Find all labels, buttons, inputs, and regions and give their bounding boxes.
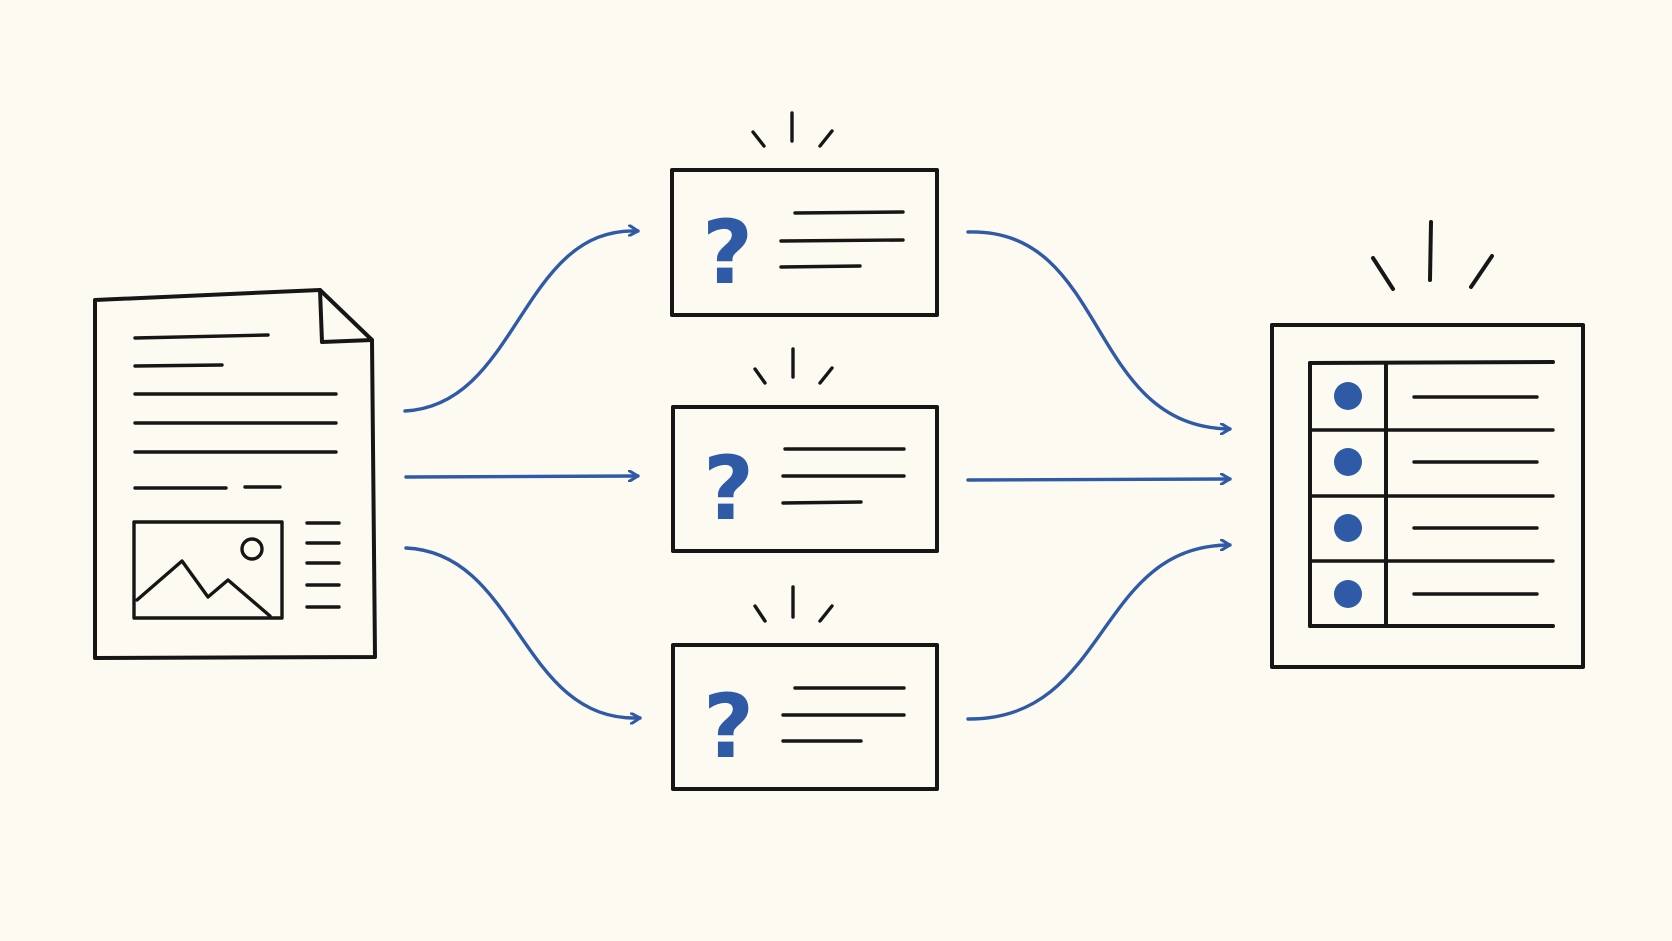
bullet-icon <box>1334 448 1362 476</box>
sparkle-icon <box>1371 220 1494 291</box>
question-mark-icon: ? <box>702 201 753 304</box>
bullet-icon <box>1334 580 1362 608</box>
arrow-from-question-1 <box>966 230 1232 429</box>
arrow-from-question-2 <box>966 479 1232 480</box>
sun-icon <box>240 537 264 561</box>
text-line <box>133 333 270 340</box>
arrow-from-question-3 <box>966 545 1232 721</box>
text-line <box>793 210 905 215</box>
text-line <box>781 500 863 505</box>
document-side-lines <box>305 521 341 609</box>
source-document <box>93 288 377 660</box>
question-mark-icon: ? <box>703 437 754 540</box>
table-row <box>1334 514 1539 542</box>
table-row <box>1334 382 1539 410</box>
image-frame <box>132 520 284 620</box>
table-row <box>1334 580 1539 608</box>
question-card-2: ? <box>671 347 939 553</box>
arrows-document-to-questions <box>403 231 642 718</box>
document-outline <box>93 288 377 660</box>
table-outline <box>1270 323 1585 669</box>
arrows-questions-to-table <box>966 230 1232 721</box>
text-line <box>133 363 224 368</box>
sparkle-icon <box>753 347 834 385</box>
question-card-1: ? <box>670 111 939 317</box>
question-card-3: ? <box>671 585 939 791</box>
text-line <box>779 238 905 243</box>
table-header-line <box>1308 360 1555 365</box>
arrow-to-question-1 <box>403 231 640 413</box>
document-image <box>132 520 284 620</box>
sparkle-icon <box>753 585 834 623</box>
question-mark-icon: ? <box>703 675 754 778</box>
table-row <box>1334 448 1539 476</box>
document-text-lines <box>133 333 338 490</box>
result-table <box>1270 220 1585 669</box>
card-outline <box>671 643 939 791</box>
card-outline <box>671 405 939 553</box>
arrow-to-question-3 <box>404 546 642 718</box>
sparkle-icon <box>751 111 834 148</box>
document-fold <box>318 288 374 344</box>
arrow-to-question-2 <box>404 476 640 477</box>
text-line <box>779 264 862 269</box>
bullet-icon <box>1334 382 1362 410</box>
bullet-icon <box>1334 514 1362 542</box>
mountains-icon <box>135 559 272 618</box>
